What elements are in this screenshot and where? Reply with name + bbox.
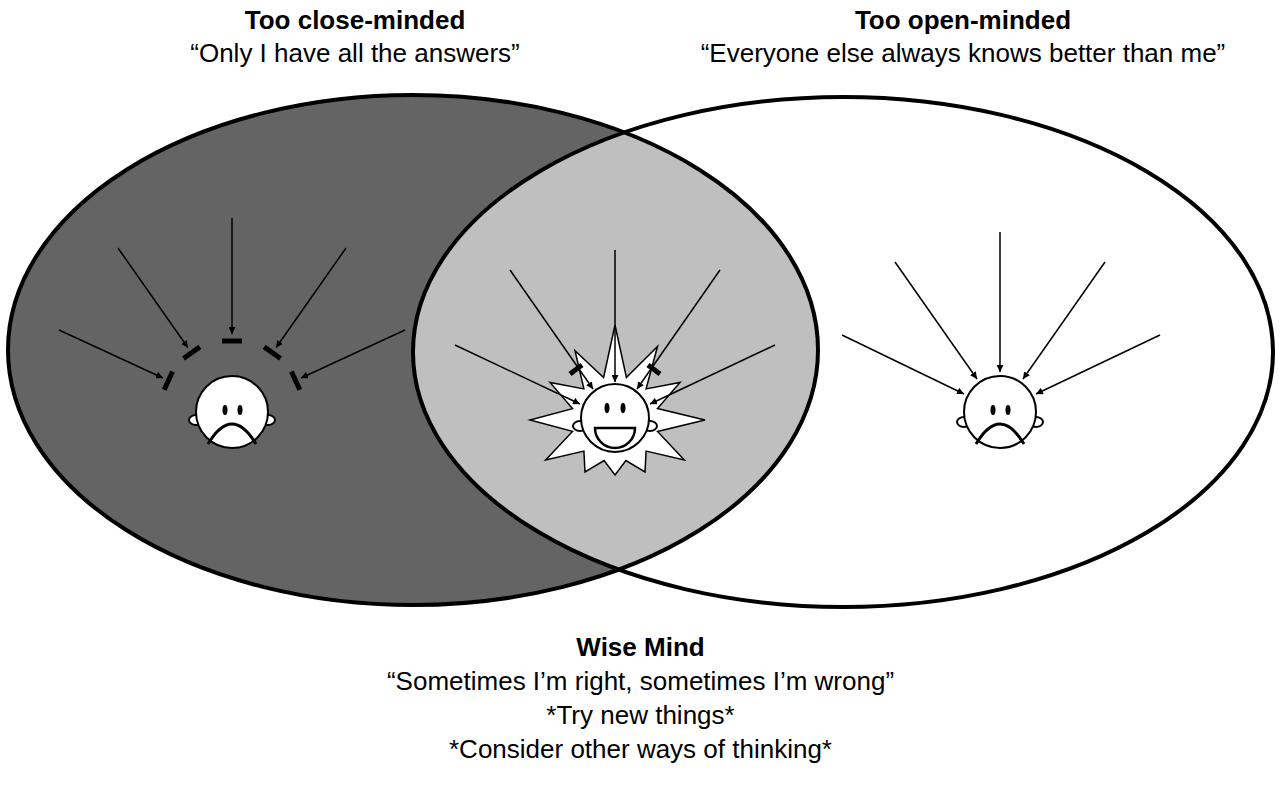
sad-face	[957, 376, 1043, 448]
open-arrows	[455, 250, 775, 404]
sad-face	[189, 376, 275, 448]
wise-mind-note: *Consider other ways of thinking*	[0, 732, 1281, 766]
quote-text: “Everyone else always knows better than …	[701, 37, 1226, 70]
quote-text: “Only I have all the answers”	[190, 37, 519, 70]
ellipse-heading: Too close-minded“Only I have all the ans…	[190, 4, 519, 70]
ellipse-heading: Too open-minded“Everyone else always kno…	[701, 4, 1226, 70]
partial-dashes	[570, 365, 660, 374]
wise-mind-heading: Wise Mind	[0, 630, 1281, 664]
wise-mind-block: Wise Mind“Sometimes I’m right, sometimes…	[0, 630, 1281, 766]
heading-text: Too close-minded	[190, 4, 519, 37]
wise-mind-note: *Try new things*	[0, 698, 1281, 732]
happy-face	[573, 384, 657, 452]
wise-mind-note: “Sometimes I’m right, sometimes I’m wron…	[0, 664, 1281, 698]
blocked-arrows	[59, 218, 405, 378]
unfiltered-arrows	[842, 232, 1160, 394]
ellipse-outline	[413, 97, 1273, 607]
venn-ellipse: Too open-minded“Everyone else always kno…	[413, 97, 1273, 607]
heading-text: Too open-minded	[701, 4, 1226, 37]
starburst	[530, 325, 705, 475]
intersection-fill	[413, 97, 1273, 607]
